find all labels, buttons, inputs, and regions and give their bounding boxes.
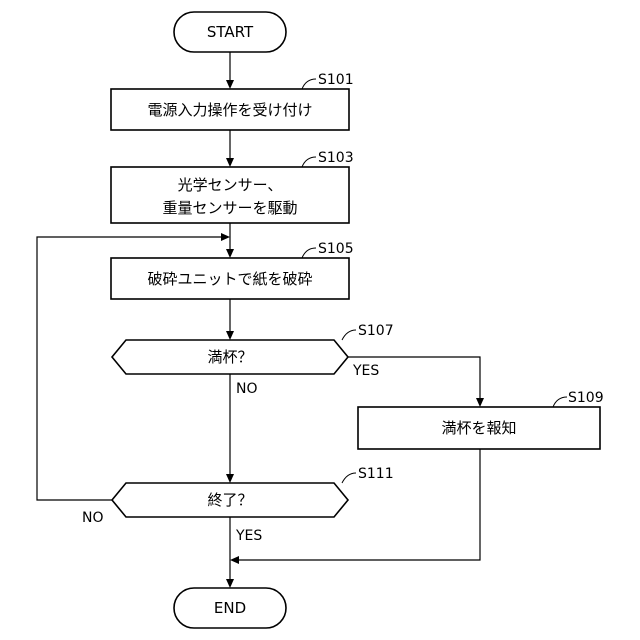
branch-s111-yes: YES	[235, 528, 262, 544]
decision-s107: 満杯？ S107	[112, 323, 394, 374]
step-s101-id: S101	[318, 72, 354, 88]
connector-s107-no-s111: NO	[226, 374, 258, 483]
connector-s103-s105	[226, 223, 234, 258]
step-s103-text-line1: 光学センサー、	[178, 176, 283, 194]
step-s109-text: 満杯を報知	[441, 419, 516, 437]
start-label: START	[207, 23, 254, 41]
step-s109-id: S109	[568, 390, 604, 406]
step-s101-text: 電源入力操作を受け付け	[147, 101, 312, 119]
step-s101-leader	[302, 79, 316, 89]
step-s105-leader	[302, 248, 316, 258]
end-terminal: END	[174, 588, 286, 628]
decision-s111-id: S111	[358, 466, 394, 482]
decision-s111: 終了？ S111	[112, 466, 394, 517]
step-s105-text: 破砕ユニットで紙を破砕	[147, 270, 312, 288]
step-s103-id: S103	[318, 150, 354, 166]
step-s103-text-line2: 重量センサーを駆動	[162, 199, 297, 217]
decision-s107-text: 満杯？	[207, 348, 252, 366]
connector-s111-yes-end: YES	[226, 517, 262, 588]
connector-s101-s103	[226, 130, 234, 167]
connector-s105-s107	[226, 299, 234, 340]
step-s109-leader	[553, 397, 567, 407]
branch-s111-no: NO	[82, 510, 104, 526]
end-label: END	[214, 599, 246, 617]
step-s105-id: S105	[318, 241, 354, 257]
connector-s107-yes-s109: YES	[348, 357, 484, 407]
branch-s107-yes: YES	[352, 363, 379, 379]
decision-s111-leader	[342, 473, 356, 483]
decision-s111-text: 終了？	[207, 491, 252, 509]
decision-s107-leader	[342, 330, 356, 340]
connector-start-s101	[226, 52, 234, 89]
branch-s107-no: NO	[236, 381, 258, 397]
start-terminal: START	[174, 12, 286, 52]
step-s103-leader	[302, 157, 316, 167]
decision-s107-id: S107	[358, 323, 394, 339]
